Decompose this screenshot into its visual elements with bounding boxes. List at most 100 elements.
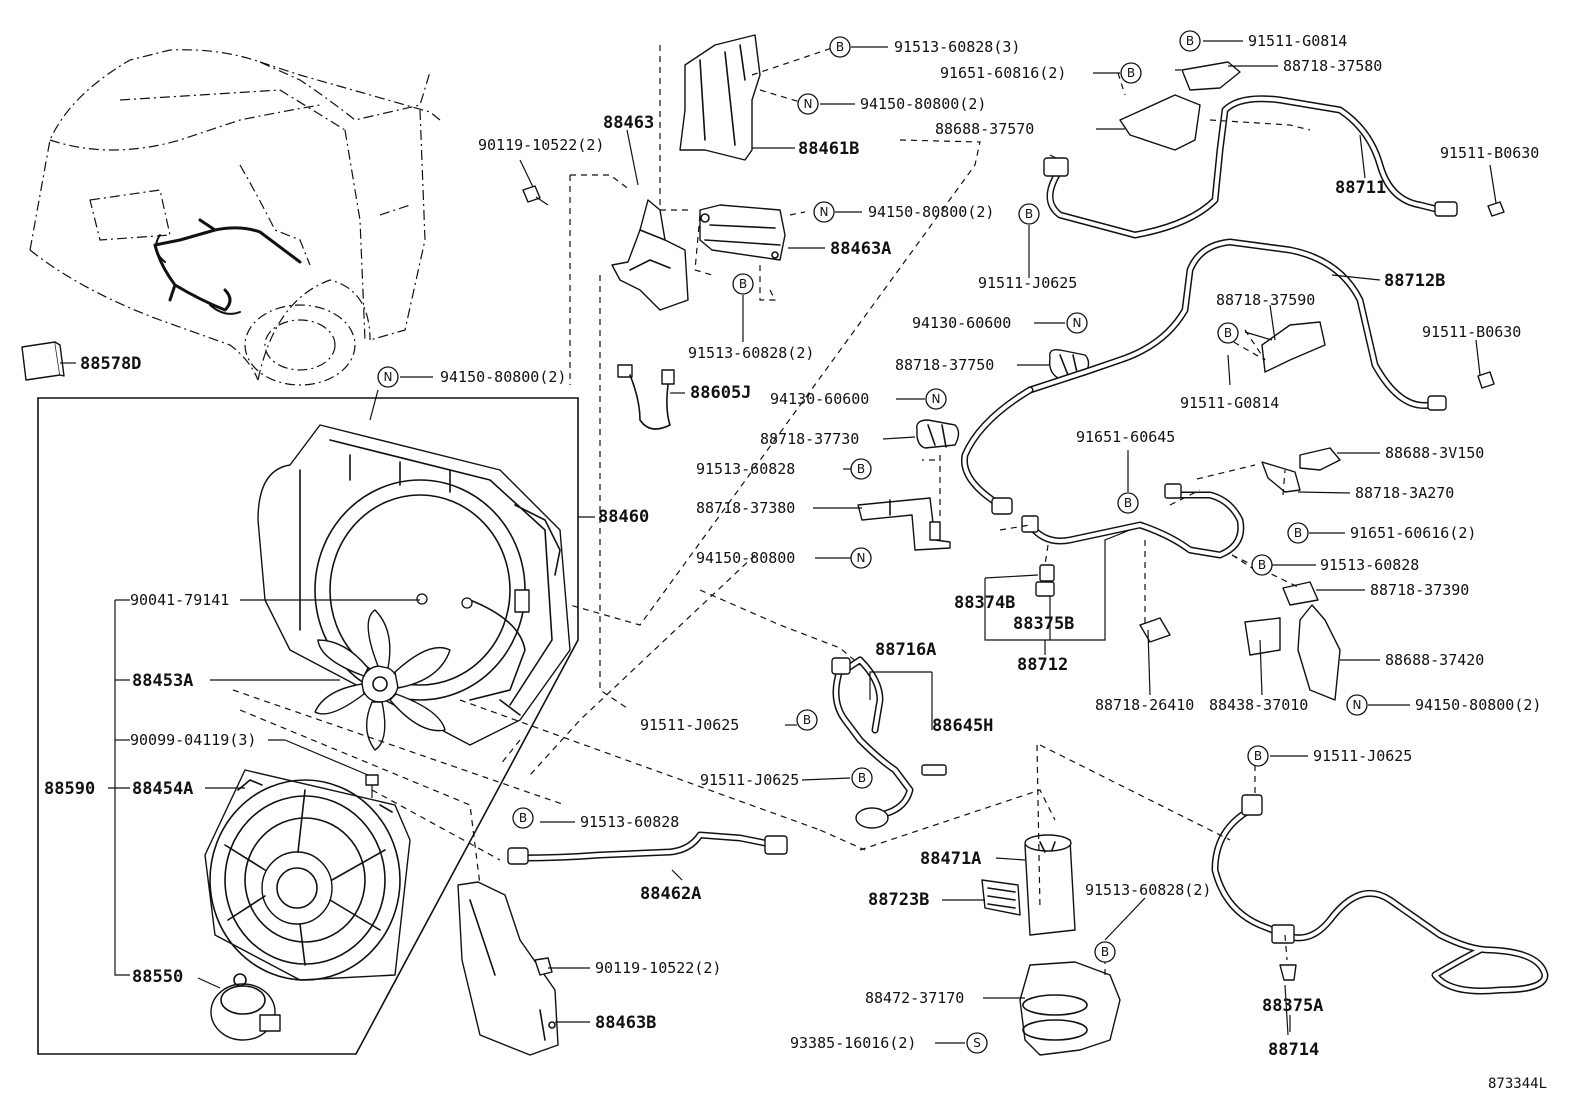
label-88718-37580: 88718-37580	[1283, 57, 1382, 75]
bracket-88688-37570	[1119, 94, 1201, 151]
label-88453A: 88453A	[132, 671, 193, 691]
bolt-90119-top	[522, 185, 549, 206]
fan-assembly-box	[37, 397, 579, 1055]
leader-lines	[108, 40, 1497, 1044]
marker-b-2: B	[1179, 30, 1201, 52]
marker-b-6: B	[1217, 322, 1239, 344]
svg-text:B: B	[1258, 558, 1266, 572]
label-94150-80800-2-mid: 94150-80800(2)	[868, 203, 994, 221]
marker-b-3: B	[1120, 62, 1142, 84]
label-91651-60616-2: 91651-60616(2)	[1350, 524, 1476, 542]
pipe-88714	[1211, 794, 1549, 995]
diagram-code: 873344L	[1488, 1076, 1547, 1092]
label-88605J: 88605J	[690, 383, 751, 403]
marker-n-4: N	[377, 366, 399, 388]
bracket-88463B	[457, 881, 559, 1056]
label-94130-60600-b: 94130-60600	[770, 390, 869, 408]
label-91511-G0814-mid: 91511-G0814	[1180, 394, 1279, 412]
hose-88711	[1043, 95, 1458, 239]
label-94130-60600-a: 94130-60600	[912, 314, 1011, 332]
svg-text:B: B	[1127, 66, 1135, 80]
fan-motor-88550	[210, 973, 281, 1041]
svg-text:B: B	[739, 277, 747, 291]
label-88688-37420: 88688-37420	[1385, 651, 1484, 669]
clamp-88718-37590	[1261, 321, 1326, 373]
marker-b-12: B	[1247, 745, 1269, 767]
hose-88712B	[960, 238, 1447, 515]
label-91511-J0625-mid: 91511-J0625	[640, 716, 739, 734]
cushion-88723B	[981, 879, 1021, 916]
ecu-module-88578D	[21, 341, 76, 381]
svg-text:B: B	[1294, 526, 1302, 540]
bolt-90119-bottom	[534, 957, 553, 976]
switch-88374B	[1035, 564, 1055, 597]
pipe-88462A	[507, 831, 788, 865]
label-88688-3V150: 88688-3V150	[1385, 444, 1484, 462]
label-88723B: 88723B	[868, 890, 929, 910]
clip-90041-b	[461, 597, 473, 609]
marker-n-6: N	[850, 547, 872, 569]
label-94150-80800-2-top: 94150-80800(2)	[860, 95, 986, 113]
label-88718-37590: 88718-37590	[1216, 291, 1315, 309]
label-93385-16016-2: 93385-16016(2)	[790, 1034, 916, 1052]
label-88718-26410: 88718-26410	[1095, 696, 1194, 714]
svg-text:S: S	[973, 1036, 981, 1050]
label-88550: 88550	[132, 967, 183, 987]
label-88375A: 88375A	[1262, 996, 1323, 1016]
fan-blades	[314, 609, 451, 751]
clamp-88718-37390	[1282, 581, 1319, 606]
marker-n-1: N	[797, 93, 819, 115]
label-88460: 88460	[598, 507, 649, 527]
label-88590: 88590	[44, 779, 95, 799]
label-91513-60828-a: 91513-60828	[696, 460, 795, 478]
clamp-88718-37730	[916, 419, 960, 449]
label-88688-37570: 88688-37570	[935, 120, 1034, 138]
marker-b-8: B	[1117, 492, 1139, 514]
marker-n-2: N	[813, 201, 835, 223]
pipe-88716A	[831, 656, 947, 829]
label-88463B: 88463B	[595, 1013, 656, 1033]
svg-text:B: B	[1224, 326, 1232, 340]
svg-text:N: N	[804, 97, 813, 111]
label-88714: 88714	[1268, 1040, 1319, 1060]
label-90099-04119-3: 90099-04119(3)	[130, 731, 256, 749]
label-91511-J0625-low: 91511-J0625	[700, 771, 799, 789]
clamp-88688-3V150	[1261, 447, 1341, 493]
label-88718-3A270: 88718-3A270	[1355, 484, 1454, 502]
svg-text:B: B	[1124, 496, 1132, 510]
svg-text:B: B	[1025, 207, 1033, 221]
bracket-88463A	[699, 204, 786, 261]
label-90119-10522-2-top: 90119-10522(2)	[478, 136, 604, 154]
svg-text:B: B	[1186, 34, 1194, 48]
receiver-dryer-88471A	[1024, 834, 1076, 936]
marker-n-7: N	[1346, 694, 1368, 716]
svg-text:N: N	[857, 551, 866, 565]
svg-text:B: B	[1254, 749, 1262, 763]
label-91511-J0625-top: 91511-J0625	[978, 274, 1077, 292]
label-91513-60828-3: 91513-60828(3)	[894, 38, 1020, 56]
marker-b-15: B	[1094, 941, 1116, 963]
label-88578D: 88578D	[80, 354, 141, 374]
bracket-88688-37420	[1244, 604, 1341, 701]
pipe-88712	[1021, 483, 1245, 559]
svg-text:B: B	[836, 40, 844, 54]
clamp-88718-26410	[1139, 617, 1171, 643]
label-88712B: 88712B	[1384, 271, 1445, 291]
svg-text:N: N	[820, 205, 829, 219]
cover-88461B	[679, 34, 761, 161]
switch-88375A	[1279, 964, 1297, 981]
bracket-88472-37170	[1019, 961, 1121, 1056]
label-94150-80800-2-box: 94150-80800(2)	[440, 368, 566, 386]
label-91511-G0814-top: 91511-G0814	[1248, 32, 1347, 50]
marker-s-1: S	[966, 1032, 988, 1054]
sensor-88605J	[617, 364, 675, 430]
label-88463: 88463	[603, 113, 654, 133]
label-88716A: 88716A	[875, 640, 936, 660]
marker-b-4: B	[1018, 203, 1040, 225]
marker-b-11: B	[796, 709, 818, 731]
marker-b-14: B	[512, 807, 534, 829]
label-88718-37730: 88718-37730	[760, 430, 859, 448]
bolt-91511-B0630-b	[1477, 371, 1495, 389]
marker-n-3: N	[1066, 312, 1088, 334]
